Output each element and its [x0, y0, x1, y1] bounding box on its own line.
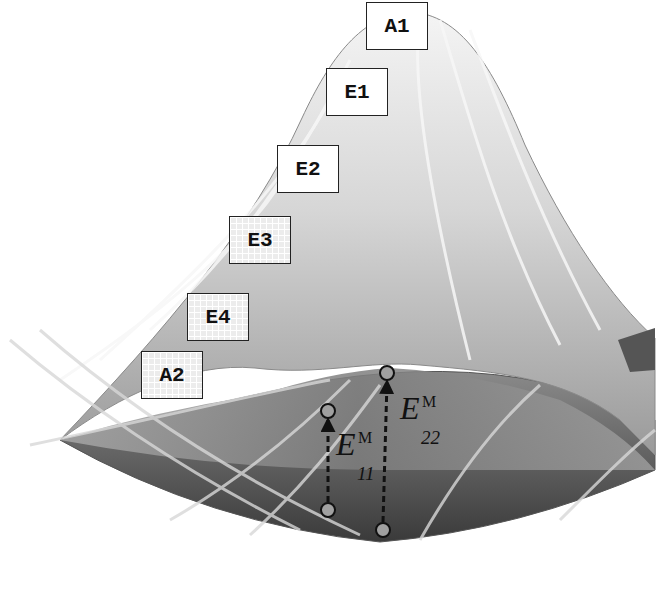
- label-box: E4: [187, 293, 249, 341]
- label-box: E3: [229, 216, 291, 264]
- box-label: E1: [344, 82, 369, 103]
- energy-subscript: 22: [421, 428, 440, 447]
- box-label: A1: [384, 16, 409, 37]
- box-label: E2: [295, 159, 320, 180]
- energy-symbol: E: [400, 392, 420, 424]
- energy-superscript: M: [422, 394, 436, 410]
- transition-e22: [376, 366, 394, 537]
- transition-e11: [321, 404, 335, 517]
- label-box: A1: [366, 2, 428, 50]
- energy-subscript: 11: [357, 464, 375, 483]
- box-label: A2: [159, 365, 184, 386]
- surface-edge: [618, 328, 655, 372]
- cutting-lines: [60, 14, 600, 380]
- box-label: E3: [247, 230, 272, 251]
- lower-cutting-lines: [10, 330, 655, 540]
- label-box: A2: [141, 351, 203, 399]
- energy-symbol: E: [336, 428, 356, 460]
- upper-band-surface: [60, 12, 655, 455]
- label-box: E2: [277, 145, 339, 193]
- box-label: E4: [205, 307, 230, 328]
- energy-superscript: M: [358, 430, 372, 446]
- label-box: E1: [326, 68, 388, 116]
